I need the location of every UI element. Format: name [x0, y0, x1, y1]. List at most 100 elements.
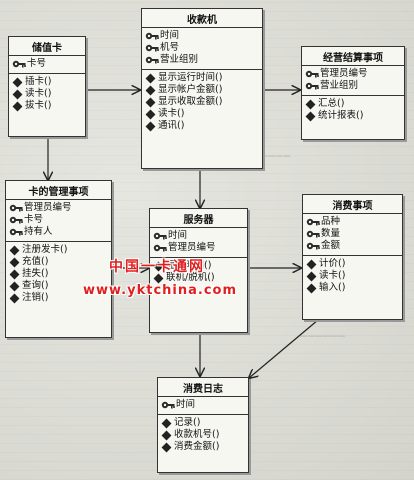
- attribute-key-icon: [153, 243, 167, 253]
- operation-diamond-icon: [145, 85, 156, 95]
- attribute-key-icon: [9, 203, 23, 213]
- attribute-label: 营业组别: [320, 80, 359, 91]
- operation-diamond-icon: [161, 418, 172, 428]
- operation-diamond-icon: [9, 293, 20, 303]
- attribute-key-icon: [305, 81, 319, 91]
- operation-label: 读卡(): [25, 88, 52, 99]
- attribute-key-icon: [306, 229, 320, 239]
- operation-label: 计价(): [319, 258, 346, 269]
- attribute-key-icon: [9, 215, 23, 225]
- attribute-label: 时间: [176, 399, 196, 410]
- operation-row: 消费金额(): [161, 441, 245, 453]
- operation-row: 显示时间(): [153, 260, 244, 272]
- operation-label: 消费金额(): [174, 441, 220, 452]
- attribute-row: 卡号: [9, 214, 108, 226]
- operation-row: 注销(): [9, 292, 108, 304]
- operation-label: 注册发卡(): [22, 244, 68, 255]
- operations-section: 注册发卡()充值()挂失()查询()注销(): [6, 242, 111, 307]
- operation-label: 读卡(): [319, 270, 346, 281]
- operation-row: 拔卡(): [12, 100, 82, 112]
- attribute-label: 持有人: [24, 226, 53, 237]
- operation-label: 汇总(): [318, 98, 345, 109]
- attribute-key-icon: [306, 241, 320, 251]
- operation-label: 收款机号(): [174, 429, 220, 440]
- attribute-key-icon: [306, 217, 320, 227]
- attribute-row: 品种: [306, 216, 399, 228]
- attribute-row: 机号: [145, 42, 259, 54]
- attribute-row: 时间: [161, 399, 245, 411]
- attribute-row: 时间: [145, 30, 259, 42]
- operation-label: 拔卡(): [25, 100, 52, 111]
- operation-label: 注销(): [22, 292, 49, 303]
- operation-diamond-icon: [145, 73, 156, 83]
- operation-row: 读卡(): [12, 88, 82, 100]
- operation-row: 读卡(): [306, 270, 399, 282]
- attributes-section: 管理员编号卡号持有人: [6, 200, 111, 242]
- attribute-label: 时间: [168, 230, 188, 241]
- operation-row: 记录(): [161, 417, 245, 429]
- operation-row: 显示运行时间(): [145, 72, 259, 84]
- operation-row: 挂失(): [9, 268, 108, 280]
- operation-row: 显示帐户金额(): [145, 84, 259, 96]
- attribute-row: 数量: [306, 228, 399, 240]
- attributes-section: 管理员编号营业组别: [302, 66, 404, 96]
- operation-label: 查询(): [22, 280, 49, 291]
- operation-label: 统计报表(): [318, 110, 364, 121]
- attribute-row: 营业组别: [145, 54, 259, 66]
- operation-diamond-icon: [145, 109, 156, 119]
- attribute-label: 管理员编号: [168, 242, 216, 253]
- attributes-section: 卡号: [9, 56, 85, 74]
- operation-row: 通讯(): [145, 120, 259, 132]
- attribute-row: 时间: [153, 230, 244, 242]
- operations-section: 显示运行时间()显示帐户金额()显示收取金额()读卡()通讯(): [142, 70, 262, 135]
- operation-row: 统计报表(): [305, 110, 401, 122]
- operation-row: 收款机号(): [161, 429, 245, 441]
- attribute-row: 持有人: [9, 226, 108, 238]
- operation-diamond-icon: [306, 259, 317, 269]
- operation-row: 读卡(): [145, 108, 259, 120]
- class-business-settlement: 经营结算事项管理员编号营业组别汇总()统计报表(): [301, 46, 405, 140]
- operation-diamond-icon: [12, 101, 23, 111]
- attribute-label: 管理员编号: [24, 202, 72, 213]
- class-consumption-log: 消费日志时间记录()收款机号()消费金额(): [157, 377, 249, 473]
- class-name: 消费日志: [158, 378, 248, 397]
- watermark-title: 中国一卡通网: [109, 259, 205, 275]
- class-consumption: 消费事项品种数量金额计价()读卡()输入(): [302, 194, 403, 320]
- operation-label: 记录(): [174, 417, 201, 428]
- attribute-row: 营业组别: [305, 80, 401, 92]
- operation-row: 显示收取金额(): [145, 96, 259, 108]
- operation-label: 显示收取金额(): [158, 96, 223, 107]
- attribute-label: 品种: [321, 216, 341, 227]
- operations-section: 计价()读卡()输入(): [303, 256, 402, 297]
- operation-row: 注册发卡(): [9, 244, 108, 256]
- operations-section: 汇总()统计报表(): [302, 96, 404, 125]
- class-name: 消费事项: [303, 195, 402, 214]
- operation-row: 插卡(): [12, 76, 82, 88]
- operation-row: 查询(): [9, 280, 108, 292]
- class-name: 卡的管理事项: [6, 181, 111, 200]
- attribute-label: 数量: [321, 228, 341, 239]
- operation-label: 联机/脱机(): [166, 272, 215, 283]
- class-name: 储值卡: [9, 37, 85, 56]
- operation-diamond-icon: [306, 283, 317, 293]
- attribute-label: 营业组别: [160, 54, 199, 65]
- operation-diamond-icon: [305, 111, 316, 121]
- operation-label: 读卡(): [158, 108, 185, 119]
- operation-row: 计价(): [306, 258, 399, 270]
- attribute-label: 时间: [160, 30, 180, 41]
- operation-diamond-icon: [9, 257, 20, 267]
- attribute-row: 卡号: [12, 58, 82, 70]
- operation-label: 输入(): [319, 282, 346, 293]
- operation-row: 汇总(): [305, 98, 401, 110]
- attributes-section: 时间: [158, 397, 248, 415]
- operation-diamond-icon: [12, 89, 23, 99]
- operation-diamond-icon: [161, 442, 172, 452]
- operation-row: 输入(): [306, 282, 399, 294]
- class-card-management: 卡的管理事项管理员编号卡号持有人注册发卡()充值()挂失()查询()注销(): [5, 180, 112, 338]
- class-name: 收款机: [142, 9, 262, 28]
- attribute-row: 管理员编号: [153, 242, 244, 254]
- operation-row: 联机/脱机(): [153, 272, 244, 284]
- operation-diamond-icon: [9, 281, 20, 291]
- operation-diamond-icon: [306, 271, 317, 281]
